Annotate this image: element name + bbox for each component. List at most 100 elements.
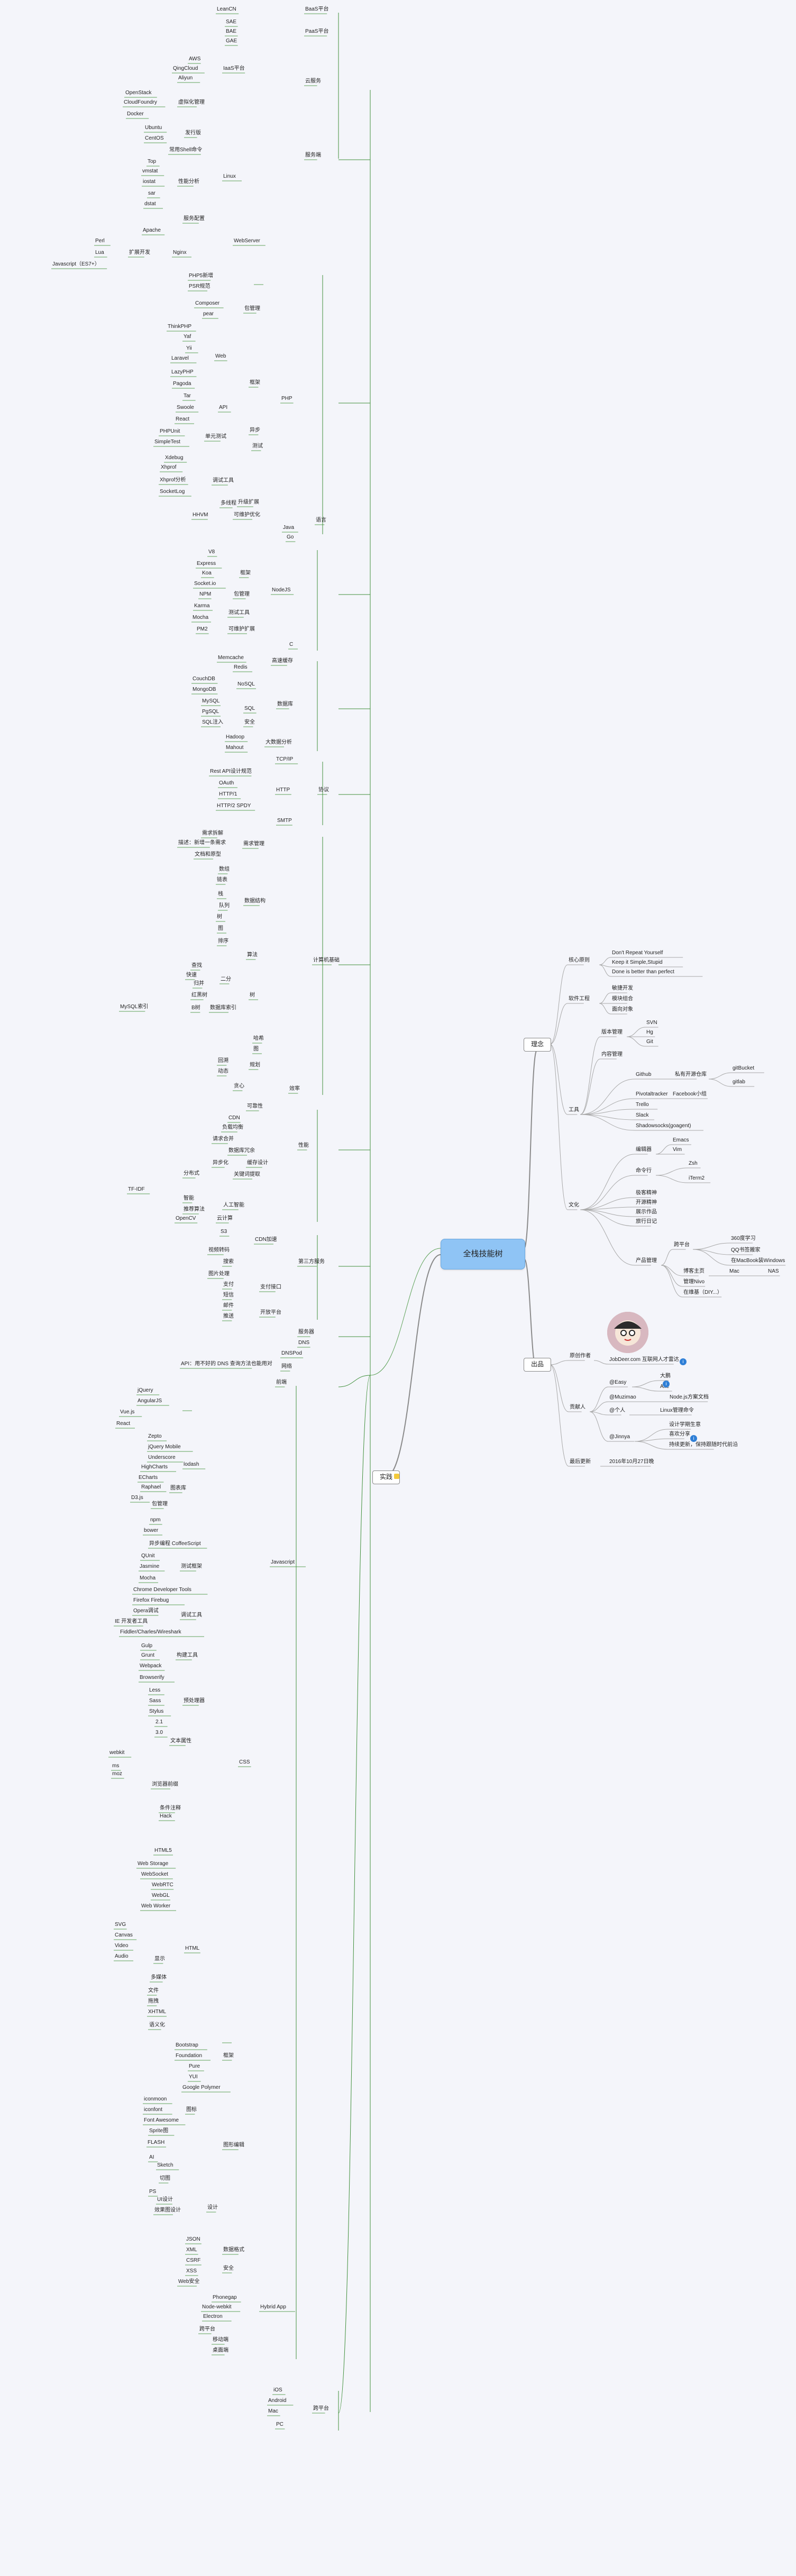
mindmap-node[interactable]: 在维基（DIY...）	[683, 1290, 722, 1295]
mindmap-node[interactable]: pear	[203, 311, 214, 317]
mindmap-node[interactable]: WebRTC	[152, 1882, 173, 1888]
mindmap-node[interactable]: @Easy	[609, 1380, 627, 1385]
mindmap-node[interactable]: Web Worker	[141, 1903, 171, 1909]
mindmap-node[interactable]: HTML	[185, 1945, 200, 1951]
mindmap-node[interactable]: Javascript（ES7+）	[52, 261, 100, 267]
mindmap-node[interactable]: 图片处理	[208, 1271, 230, 1277]
mindmap-node[interactable]: 调试工具	[213, 478, 234, 483]
mindmap-node[interactable]: OpenCV	[176, 1216, 196, 1221]
mindmap-node[interactable]: 旅行日记	[636, 1219, 657, 1225]
mindmap-node[interactable]: 需求管理	[243, 841, 264, 847]
mindmap-node[interactable]: 贡献人	[570, 1404, 585, 1410]
mindmap-node[interactable]: 测试	[252, 443, 263, 449]
mindmap-node[interactable]: Xdebug	[165, 455, 184, 461]
mindmap-node[interactable]: GAE	[226, 38, 237, 44]
mindmap-node[interactable]: 推荐算法	[184, 1207, 205, 1212]
mindmap-node[interactable]: 管理Nivo	[683, 1279, 705, 1285]
info-icon[interactable]: i	[690, 1435, 697, 1442]
mindmap-node[interactable]: 智能	[184, 1195, 194, 1201]
mindmap-node[interactable]: CDN	[228, 1115, 240, 1121]
mindmap-node[interactable]: Canvas	[115, 1932, 133, 1938]
mindmap-node[interactable]: HighCharts	[141, 1464, 168, 1470]
mindmap-node[interactable]: 安全	[244, 719, 255, 725]
mindmap-node[interactable]: 切图	[160, 2176, 170, 2181]
mindmap-node[interactable]: IE 开发者工具	[115, 1619, 148, 1624]
mindmap-node[interactable]: 产品管理	[636, 1258, 657, 1264]
mindmap-node[interactable]: 移动端	[213, 2337, 228, 2343]
mindmap-node[interactable]: DNSPod	[281, 1350, 302, 1356]
mindmap-node[interactable]: 框架	[223, 2053, 234, 2059]
mindmap-node[interactable]: 3.0	[155, 1730, 163, 1735]
mindmap-node[interactable]: Sprite图	[149, 2128, 169, 2134]
mindmap-node[interactable]: HHVM	[193, 512, 208, 518]
mindmap-node[interactable]: 最后更新	[570, 1459, 591, 1465]
mindmap-node[interactable]: 规划	[250, 1062, 260, 1068]
mindmap-node[interactable]: Electron	[203, 2314, 223, 2319]
mindmap-node[interactable]: 扩展开发	[129, 250, 150, 255]
mindmap-node[interactable]: 第三方服务	[298, 1259, 325, 1265]
mindmap-node[interactable]: 浏览器前缀	[152, 1782, 178, 1787]
mindmap-node[interactable]: 调试工具	[181, 1612, 202, 1618]
mindmap-node[interactable]: moz	[112, 1771, 122, 1777]
mindmap-node[interactable]: 语义化	[149, 2022, 165, 2028]
mindmap-node[interactable]: 排序	[218, 938, 228, 944]
mindmap-node[interactable]: Yaf	[184, 334, 191, 340]
mindmap-node[interactable]: Slack	[636, 1112, 649, 1118]
mindmap-node[interactable]: PHP5新增	[189, 273, 214, 279]
mindmap-node[interactable]: 服务配置	[184, 216, 205, 222]
mindmap-node[interactable]: 归并	[194, 981, 204, 986]
mindmap-node[interactable]: 跨平台	[674, 1242, 690, 1248]
mindmap-node[interactable]: 服务器	[298, 1329, 314, 1335]
mindmap-node[interactable]: Font Awesome	[144, 2117, 179, 2123]
mindmap-node[interactable]: @Muzimao	[609, 1394, 636, 1400]
mindmap-node[interactable]: FLASH	[148, 2140, 165, 2145]
mindmap-node[interactable]: React	[176, 416, 190, 422]
mindmap-node[interactable]: iconfont	[144, 2107, 163, 2113]
mindmap-node[interactable]: JobDeer.com 互联网人才雷达	[609, 1357, 679, 1363]
mindmap-node[interactable]: 需求拆解	[202, 830, 223, 836]
mindmap-node[interactable]: Web Storage	[138, 1861, 169, 1867]
mindmap-node[interactable]: 云计算	[217, 1216, 233, 1221]
mindmap-node[interactable]: 测试框架	[181, 1564, 202, 1569]
mindmap-node[interactable]: dstat	[144, 201, 156, 207]
mindmap-node[interactable]: 图标	[186, 2107, 197, 2113]
mindmap-node[interactable]: 回溯	[218, 1058, 228, 1064]
mindmap-node[interactable]: SVN	[646, 1020, 657, 1026]
mindmap-node[interactable]: Hybrid App	[260, 2304, 286, 2310]
mindmap-node[interactable]: @Jinnya	[609, 1434, 630, 1440]
mindmap-node[interactable]: 面向对象	[612, 1007, 633, 1012]
mindmap-node[interactable]: gitBucket	[733, 1065, 755, 1071]
mindmap-node[interactable]: npm	[150, 1517, 161, 1523]
mindmap-node[interactable]: API：用不好的 DNS 查询方法也能用对	[181, 1361, 272, 1367]
mindmap-node[interactable]: Perl	[95, 238, 105, 244]
mindmap-node[interactable]: 邮件	[223, 1303, 234, 1309]
mindmap-node[interactable]: Linux管理命令	[660, 1408, 694, 1413]
mindmap-node[interactable]: QUnit	[141, 1553, 155, 1559]
mindmap-node[interactable]: 预处理器	[184, 1698, 205, 1704]
mindmap-node[interactable]: Mac	[729, 1268, 739, 1274]
mindmap-node[interactable]: XSS	[186, 2268, 197, 2274]
mindmap-node[interactable]: 敏捷开发	[612, 985, 633, 991]
mindmap-node[interactable]: Mocha	[193, 615, 209, 620]
mindmap-node[interactable]: XML	[186, 2247, 197, 2253]
mindmap-node[interactable]: CloudFoundry	[124, 99, 157, 105]
mindmap-node[interactable]: Go	[287, 534, 294, 540]
mindmap-node[interactable]: 常用Shell命令	[169, 147, 203, 153]
mindmap-node[interactable]: 快速	[186, 972, 197, 978]
mindmap-node[interactable]: HTTP	[276, 787, 290, 793]
mindmap-node[interactable]: API	[219, 405, 228, 410]
mindmap-node[interactable]: 单元测试	[205, 434, 226, 440]
mindmap-node[interactable]: 2016年10月27日晚	[609, 1459, 654, 1465]
mindmap-node[interactable]: Vim	[673, 1147, 682, 1153]
mindmap-node[interactable]: Done is better than perfect	[612, 969, 674, 975]
mindmap-node[interactable]: 在MacBook装Windows	[731, 1258, 785, 1264]
mindmap-node[interactable]: BaaS平台	[305, 6, 329, 12]
mindmap-node[interactable]: 二分	[221, 976, 231, 982]
mindmap-node[interactable]: 关键词提取	[234, 1172, 260, 1177]
mindmap-node[interactable]: C	[289, 642, 294, 647]
mindmap-node[interactable]: Vue.js	[120, 1409, 135, 1415]
mindmap-node[interactable]: PS	[149, 2189, 157, 2195]
mindmap-node[interactable]: Java	[283, 525, 295, 531]
root-topic[interactable]: 全栈技能树	[441, 1239, 525, 1269]
branch-chu-pin[interactable]: 出品	[524, 1358, 551, 1372]
